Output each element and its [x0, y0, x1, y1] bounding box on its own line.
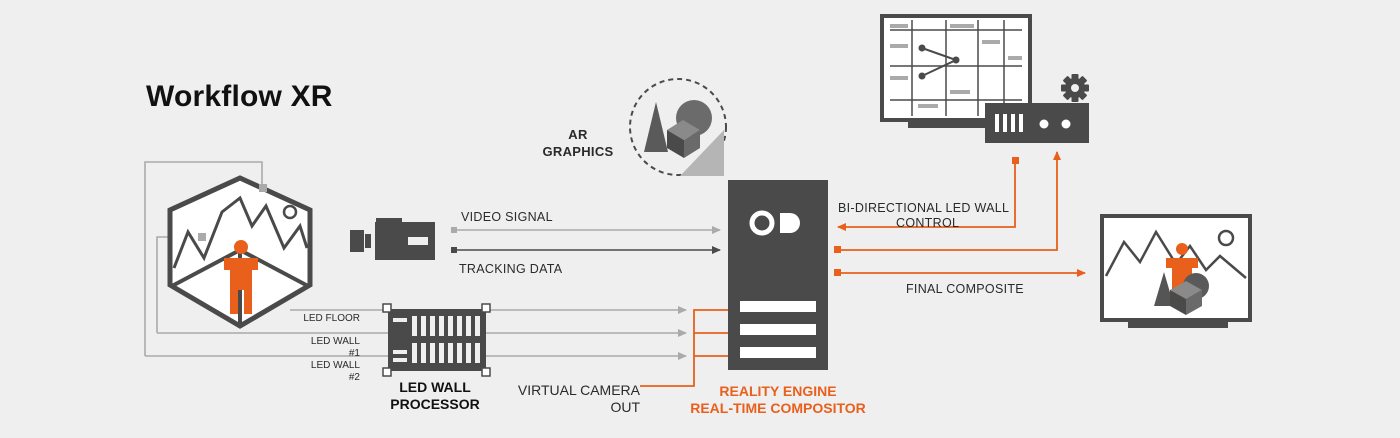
composite-terminal — [834, 269, 841, 276]
virtual-camera-out-label-line-2: OUT — [610, 399, 640, 415]
bi-directional-label-line-2: CONTROL — [896, 216, 960, 230]
led-wall-processor-icon — [382, 303, 491, 377]
virtual-camera-out-label-line-1: VIRTUAL CAMERA — [517, 382, 640, 398]
ar-graphics-label-line-1: AR — [568, 127, 588, 142]
control-out-terminal — [834, 246, 841, 253]
led-wall-2-label-line-2: #2 — [348, 372, 360, 383]
reality-engine-label-line-2: REAL-TIME COMPOSITOR — [690, 400, 866, 416]
virtual-camera-out-lines — [640, 309, 728, 387]
bi-directional-label: BI-DIRECTIONAL LED WALL CONTROL — [838, 201, 1009, 231]
xr-stage-icon — [167, 175, 313, 329]
video-signal-terminal — [451, 227, 457, 233]
led-wall-processor-label-line-1: LED WALL — [399, 379, 471, 395]
led-wall-2-label: LED WALL #2 — [290, 360, 360, 384]
gear-icon — [1061, 74, 1089, 102]
final-composite-label: FINAL COMPOSITE — [906, 282, 1024, 296]
control-terminal — [1012, 157, 1019, 164]
reality-engine-label-line-1: REALITY ENGINE — [719, 383, 837, 399]
video-camera-icon — [350, 218, 435, 260]
final-composite-monitor-icon — [1100, 214, 1252, 328]
virtual-camera-out-label: VIRTUAL CAMERA OUT — [490, 382, 640, 416]
led-wall-1-label-line-2: #1 — [348, 348, 360, 359]
led-wall-1-label: LED WALL #1 — [290, 336, 360, 360]
reality-engine-label: REALITY ENGINE REAL-TIME COMPOSITOR — [668, 383, 888, 417]
tracking-data-label: TRACKING DATA — [459, 262, 563, 276]
tracking-data-line — [451, 246, 721, 254]
controller-box-icon — [985, 103, 1089, 143]
control-monitor-icon — [880, 14, 1032, 128]
reality-engine-server-icon — [728, 180, 828, 370]
led-wall-processor-label-line-2: PROCESSOR — [390, 396, 480, 412]
ar-graphics-icon — [629, 78, 727, 176]
led-wall-processor-label: LED WALL PROCESSOR — [370, 379, 500, 413]
ar-graphics-label: AR GRAPHICS — [528, 126, 628, 160]
ar-graphics-label-line-2: GRAPHICS — [542, 144, 614, 159]
video-signal-label: VIDEO SIGNAL — [461, 210, 553, 224]
led-floor-label: LED FLOOR — [303, 313, 360, 324]
led-wall-1-label-line-1: LED WALL — [310, 336, 360, 347]
bi-directional-label-line-1: BI-DIRECTIONAL LED WALL — [838, 201, 1010, 215]
control-lines — [837, 151, 1086, 277]
diagram-title: Workflow XR — [146, 80, 333, 113]
led-wall-2-label-line-1: LED WALL — [310, 360, 360, 371]
